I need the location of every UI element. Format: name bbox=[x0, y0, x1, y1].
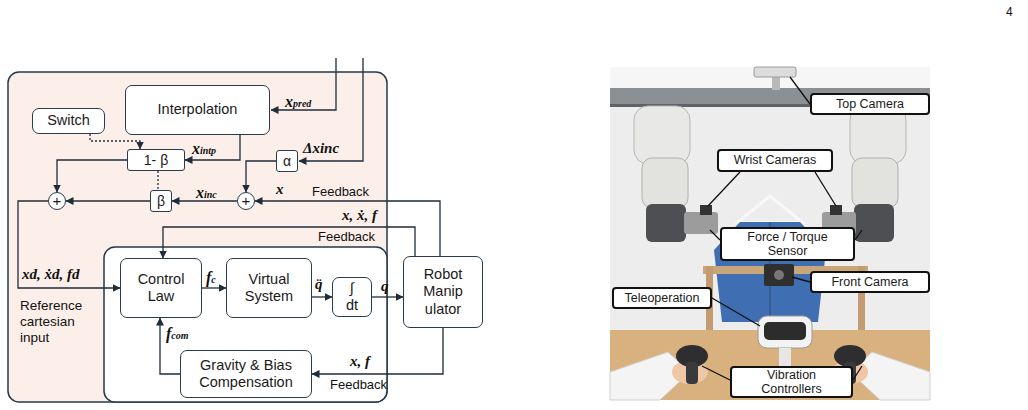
signal-name: x bbox=[276, 181, 284, 198]
signal-arrow bbox=[202, 287, 226, 288]
callout-box: Top Camera bbox=[810, 93, 930, 115]
robot-setup-illustration bbox=[610, 67, 930, 400]
callout-box: Wrist Cameras bbox=[717, 149, 833, 172]
node-label: Front Camera bbox=[831, 275, 908, 289]
node-label: Force / Torque Sensor bbox=[740, 230, 835, 259]
signal-arrow bbox=[66, 200, 150, 201]
node-label: + bbox=[53, 193, 62, 208]
summing-junction: + bbox=[48, 192, 66, 210]
callout-box: Force / Torque Sensor bbox=[720, 227, 855, 261]
node-label: Gravity & Bias Compensation bbox=[191, 357, 301, 392]
node-label: + bbox=[242, 193, 251, 208]
signal-name: q bbox=[381, 278, 389, 295]
input-wire bbox=[299, 58, 363, 161]
node-label: Vibration Controllers bbox=[750, 368, 833, 397]
signal-arrow bbox=[163, 227, 415, 258]
signal-arrow bbox=[18, 201, 120, 288]
node-label: Robot Manip ulator bbox=[414, 266, 472, 318]
signal-arrow bbox=[185, 135, 240, 160]
node-label: ∫ dt bbox=[343, 280, 361, 315]
node-label: β bbox=[157, 193, 165, 210]
callout-box: Vibration Controllers bbox=[730, 366, 853, 398]
gain-box: α bbox=[276, 150, 298, 172]
node-label: 1- β bbox=[144, 152, 168, 169]
callout-box: Teleoperation bbox=[612, 287, 712, 309]
signal-arrow bbox=[246, 161, 276, 192]
node-label: Switch bbox=[47, 112, 90, 129]
page-number: 4 bbox=[1006, 5, 1013, 19]
feedback-label: Feedback bbox=[312, 184, 369, 200]
integrator-box: ∫ dt bbox=[332, 277, 372, 317]
node-label: Control Law bbox=[131, 271, 191, 306]
signal-name: xinc bbox=[196, 181, 217, 205]
signal-arrow bbox=[90, 134, 140, 149]
process-box: Interpolation bbox=[125, 85, 270, 135]
signal-name: Δxinc bbox=[303, 140, 339, 157]
signal-name: fc bbox=[206, 266, 216, 290]
process-box: Gravity & Bias Compensation bbox=[180, 350, 312, 398]
inner-panel bbox=[104, 247, 387, 402]
signal-arrow bbox=[312, 296, 332, 297]
switch-box: Switch bbox=[32, 108, 105, 134]
node-label: Top Camera bbox=[836, 97, 904, 111]
signal-name: xpred bbox=[285, 90, 311, 114]
signal-arrow bbox=[157, 171, 158, 190]
signal-name: fcom bbox=[166, 322, 189, 346]
node-label: Virtual System bbox=[237, 271, 301, 306]
feedback-label: Feedback bbox=[330, 377, 387, 393]
node-label: Interpolation bbox=[158, 101, 238, 118]
signal-name: x, f bbox=[350, 353, 370, 370]
process-box: Control Law bbox=[120, 258, 202, 318]
outer-panel bbox=[8, 72, 387, 402]
callout-box: Front Camera bbox=[810, 271, 930, 293]
process-box: Virtual System bbox=[226, 258, 312, 318]
feedback-label: Feedback bbox=[318, 229, 375, 245]
signal-arrow bbox=[57, 160, 127, 192]
summing-junction: + bbox=[237, 192, 255, 210]
signal-arrow bbox=[372, 296, 403, 297]
signal-name: q̈ bbox=[315, 276, 323, 293]
gain-box: 1- β bbox=[127, 149, 185, 171]
gain-box: β bbox=[150, 190, 172, 212]
input-note: Reference cartesian input bbox=[20, 298, 100, 347]
signal-arrow bbox=[312, 328, 443, 374]
signal-name: x, ẋ, f bbox=[342, 207, 377, 224]
signal-arrow bbox=[172, 200, 237, 201]
node-label: α bbox=[283, 153, 291, 170]
node-label: Teleoperation bbox=[624, 291, 699, 305]
plant-box: Robot Manip ulator bbox=[403, 256, 483, 328]
signal-name: xintp bbox=[192, 137, 216, 161]
signal-arrow bbox=[255, 201, 440, 256]
node-label: Wrist Cameras bbox=[734, 153, 816, 167]
leader-lines bbox=[702, 77, 862, 380]
signal-name: xd, ẋd, fd bbox=[22, 266, 80, 283]
